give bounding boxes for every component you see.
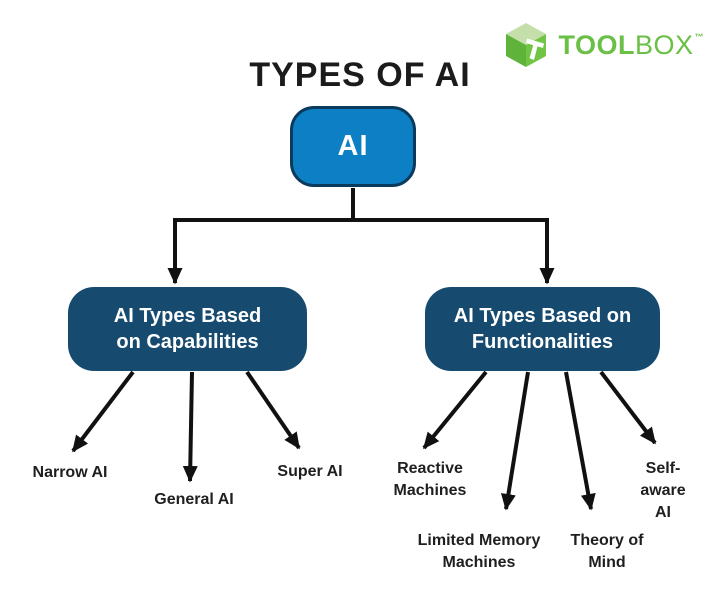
page-title: TYPES OF AI [249, 56, 471, 94]
leaf-limited-memory-machines: Limited Memory Machines [417, 532, 541, 571]
toolbox-wordmark: TOOL BOX ™ [558, 29, 704, 60]
leaf-reactive-machines: Reactive Machines [393, 460, 467, 499]
edge-to-super-ai [245, 370, 301, 450]
leaf-self-aware-ai: Self-aware AI [640, 460, 686, 521]
edge-to-general-ai [182, 371, 198, 483]
logo-text-bold: TOOL [558, 29, 635, 60]
leaf-narrow-ai: Narrow AI [32, 464, 108, 481]
edge-to-reactive-machines [422, 370, 488, 450]
leaf-theory-of-mind: Theory of Mind [570, 532, 644, 571]
node-ai-types-functionalities: AI Types Based on Functionalities [425, 287, 660, 371]
edge-to-theory-of-mind [564, 371, 596, 511]
node-ai-types-capabilities: AI Types Based on Capabilities [68, 287, 307, 371]
edge-to-limited-memory [500, 371, 530, 511]
logo-text-light: BOX [634, 29, 694, 60]
logo-trademark: ™ [694, 31, 704, 42]
node-ai-root: AI [290, 106, 416, 187]
toolbox-cube-icon [506, 23, 547, 67]
leaf-general-ai: General AI [154, 491, 234, 508]
leaf-super-ai: Super AI [277, 463, 343, 480]
toolbox-logo: TOOL BOX ™ [503, 22, 704, 68]
toolbox-cube-t-glyph [526, 38, 545, 60]
edge-to-narrow-ai [71, 370, 135, 453]
edge-to-self-aware-ai [599, 370, 657, 445]
